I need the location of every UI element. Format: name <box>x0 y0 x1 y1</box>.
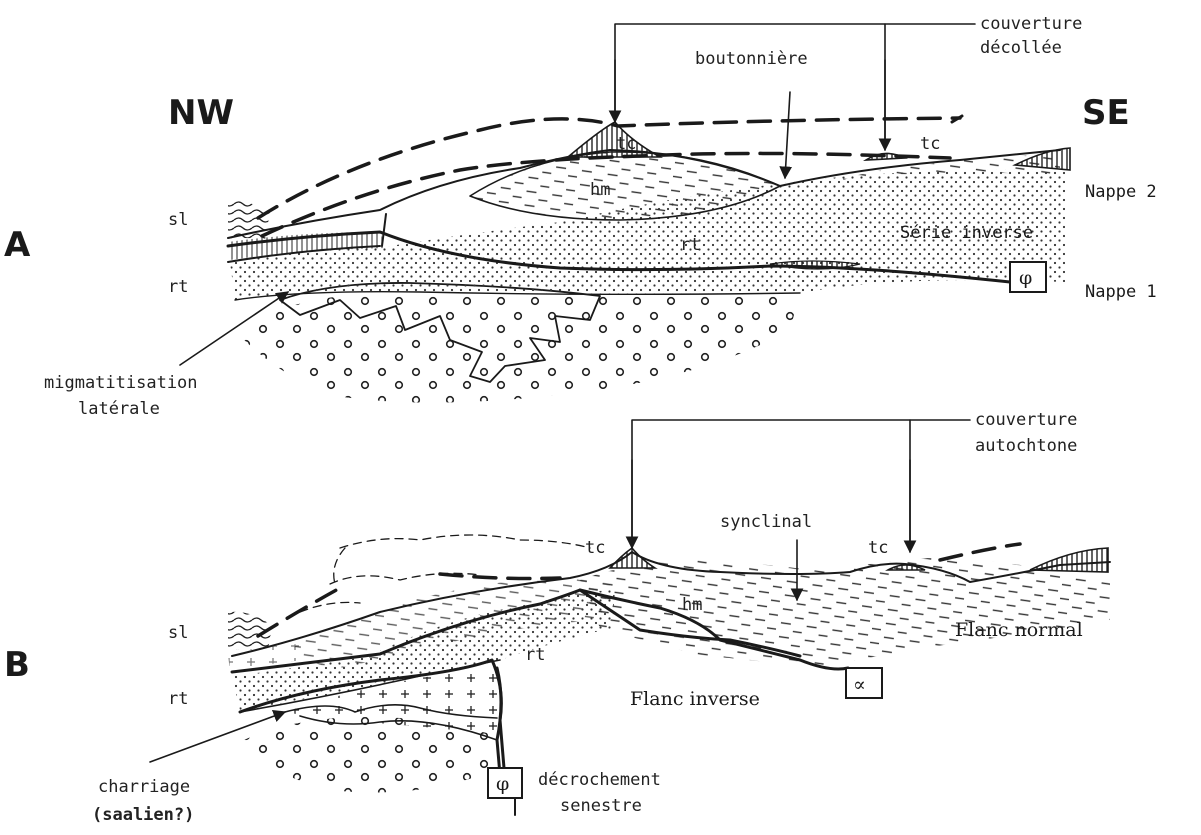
nappe1-label: Nappe 1 <box>1085 282 1157 302</box>
section-a: A couverture décol <box>4 14 1157 419</box>
nw-label: NW <box>168 93 234 133</box>
couverture-bracket-a <box>615 24 885 145</box>
flanc-normal-label: Flanc normal <box>955 619 1083 641</box>
vertical-fault-b <box>497 668 501 775</box>
hm-label-b: hm <box>682 595 702 615</box>
migmatitisation-label-1: migmatitisation <box>44 373 198 393</box>
dashed-zone-b <box>580 558 1110 668</box>
section-b-label: B <box>4 645 30 685</box>
fault-trace-a <box>382 214 386 246</box>
se-label: SE <box>1082 93 1130 133</box>
tc-label-a-left: tc <box>616 134 636 154</box>
tc-label-b-right: tc <box>868 538 888 558</box>
boutonniere-label: boutonnière <box>695 49 808 69</box>
tc-label-a-right: tc <box>920 134 940 154</box>
couverture-label-b-2: autochtone <box>975 436 1077 456</box>
nappe2-label: Nappe 2 <box>1085 182 1157 202</box>
couverture-label-a-1: couverture <box>980 14 1082 34</box>
tc-label-b-left: tc <box>585 538 605 558</box>
rt-label-b-left: rt <box>168 689 188 709</box>
sl-label-a: sl <box>168 210 188 230</box>
rt-label-b-mid: rt <box>525 645 545 665</box>
decrochement-label-1: décrochement <box>538 770 661 790</box>
migmatitisation-label-2: latérale <box>78 399 160 419</box>
fault-symbol-a: φ <box>1019 267 1032 289</box>
charriage-label-1: charriage <box>98 777 190 797</box>
couverture-label-a-2: décollée <box>980 38 1062 58</box>
serie-inverse-label: Série inverse <box>900 223 1033 243</box>
boutonniere-arrow <box>785 92 790 178</box>
couverture-label-b-1: couverture <box>975 410 1077 430</box>
flanc-inverse-label: Flanc inverse <box>630 688 760 710</box>
section-b: B couverture autochto <box>4 410 1110 825</box>
decrochement-label-2: senestre <box>560 796 642 816</box>
phi-symbol-b: φ <box>496 773 509 795</box>
alpha-symbol: ∝ <box>853 674 866 696</box>
rt-label-a-left: rt <box>168 277 188 297</box>
rt-label-a-mid: rt <box>680 235 700 255</box>
section-a-label: A <box>4 225 31 265</box>
hm-label-a: hm <box>590 180 610 200</box>
tc-cap-b-left <box>610 548 655 568</box>
charriage-label-2: (saalien?) <box>92 805 194 825</box>
sl-label-b: sl <box>168 623 188 643</box>
synclinal-label: synclinal <box>720 512 812 532</box>
